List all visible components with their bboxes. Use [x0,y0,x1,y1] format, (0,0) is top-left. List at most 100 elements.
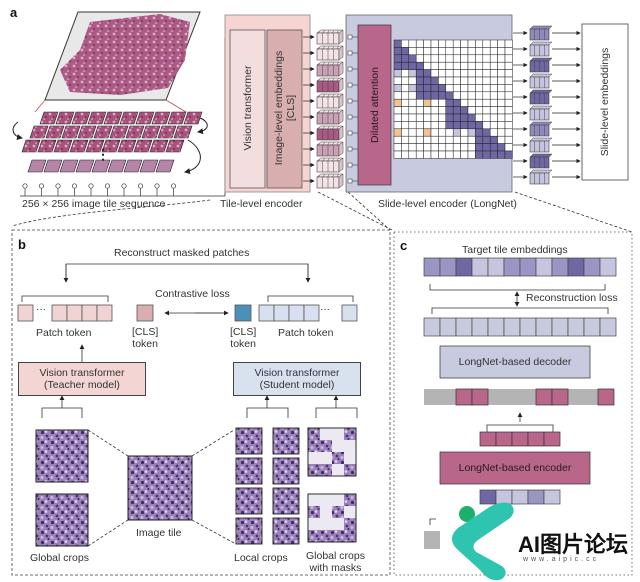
attention-cell [497,98,506,107]
attention-cell [497,84,506,93]
attention-cell [497,121,506,130]
attention-cell [438,128,447,137]
attention-cell [401,106,410,115]
attention-cell [423,91,432,100]
attention-cell [460,106,469,115]
attention-cell [415,39,424,48]
attention-cell [415,121,424,130]
image-tile [157,125,177,139]
attention-cell [467,106,476,115]
patch-token [258,304,275,322]
port-icon [347,66,353,72]
teacher-cls-token-label: [CLS] token [132,326,158,350]
teacher-vit-box: Vision transformer(Teacher model) [18,362,146,396]
attention-cell [489,143,498,152]
attention-cell [430,121,439,130]
attention-cell [489,128,498,137]
patch-token [273,304,290,322]
attention-cell [475,121,484,130]
attention-cell [467,143,476,152]
embedding-cell [567,317,585,337]
whole-slide-image [34,11,201,113]
attention-cell [482,98,491,107]
pin-head [170,183,177,189]
port-icon [347,114,353,120]
attention-cell [482,91,491,100]
attention-cell [452,69,461,78]
target-tile-embeddings-label: Target tile embeddings [462,244,568,256]
mask-patch [344,440,356,452]
image-tile [117,139,137,153]
pin-head [137,183,144,189]
attention-cell [445,39,454,48]
encoded-token [543,431,561,447]
port-icon [347,146,353,152]
slide-level-encoder-caption: Slide-level encoder (LongNet) [378,198,517,210]
cube-side [338,77,344,93]
attention-cell [460,128,469,137]
reconstruct-masked-patches-label: Reconstruct masked patches [114,247,250,259]
attention-cell [475,47,484,56]
masked-sequence-bar [424,389,614,405]
attention-cell [475,98,484,107]
port-icon [347,178,353,184]
embedding-cell [535,317,553,337]
embedding-cell [455,317,473,337]
input-token [527,489,545,505]
patch-token [288,304,305,322]
image-tile [149,139,169,153]
attention-cell [467,69,476,78]
attention-cell [452,76,461,85]
image-tile [107,159,127,173]
image-tile [125,125,145,139]
attention-cell [393,150,402,159]
cube-top [529,41,553,46]
attention-cell [504,76,513,85]
slide-level-embeddings-label: Slide-level embeddings [599,47,611,157]
image-tile [87,111,107,125]
patch-token [51,304,68,322]
panel-b-letter: b [18,237,26,252]
tile-level-encoder-caption: Tile-level encoder [220,198,303,210]
attention-cell [497,61,506,70]
local-crop-image [272,427,300,455]
attention-cell [475,143,484,152]
cube-top [529,153,553,158]
local-crop-image [272,457,300,485]
attention-cell [482,135,491,144]
attention-cell [452,128,461,137]
cube-top [529,169,553,174]
embedding-cell [519,257,537,277]
mask-patch [308,452,320,464]
attention-cell [415,69,424,78]
attention-cell [489,106,498,115]
attention-cell [489,121,498,130]
attention-cell [482,69,491,78]
local-crops-label: Local crops [234,552,288,564]
image-tile [45,125,65,139]
masked-line1: Global crops [306,550,365,562]
attention-cell [467,54,476,63]
attention-cell [430,98,439,107]
attention-cell [504,121,513,130]
embedding-cell [551,317,569,337]
attention-cell [423,106,432,115]
embedding-cell [599,257,617,277]
input-token [511,489,529,505]
attention-cell [438,69,447,78]
attention-cell [401,113,410,122]
encoder-output-tokens [479,431,561,447]
attention-cell [475,128,484,137]
local-crops-grid [235,427,300,545]
attention-cell [430,61,439,70]
attention-cell [482,113,491,122]
student-patch-tokens [258,304,358,322]
patch-token [66,304,83,322]
port-icon [347,50,353,56]
local-crop-image [235,517,263,545]
attention-cell [423,150,432,159]
attention-cell [489,91,498,100]
attention-cell [393,98,402,107]
image-tile [151,111,171,125]
attention-cell [467,113,476,122]
